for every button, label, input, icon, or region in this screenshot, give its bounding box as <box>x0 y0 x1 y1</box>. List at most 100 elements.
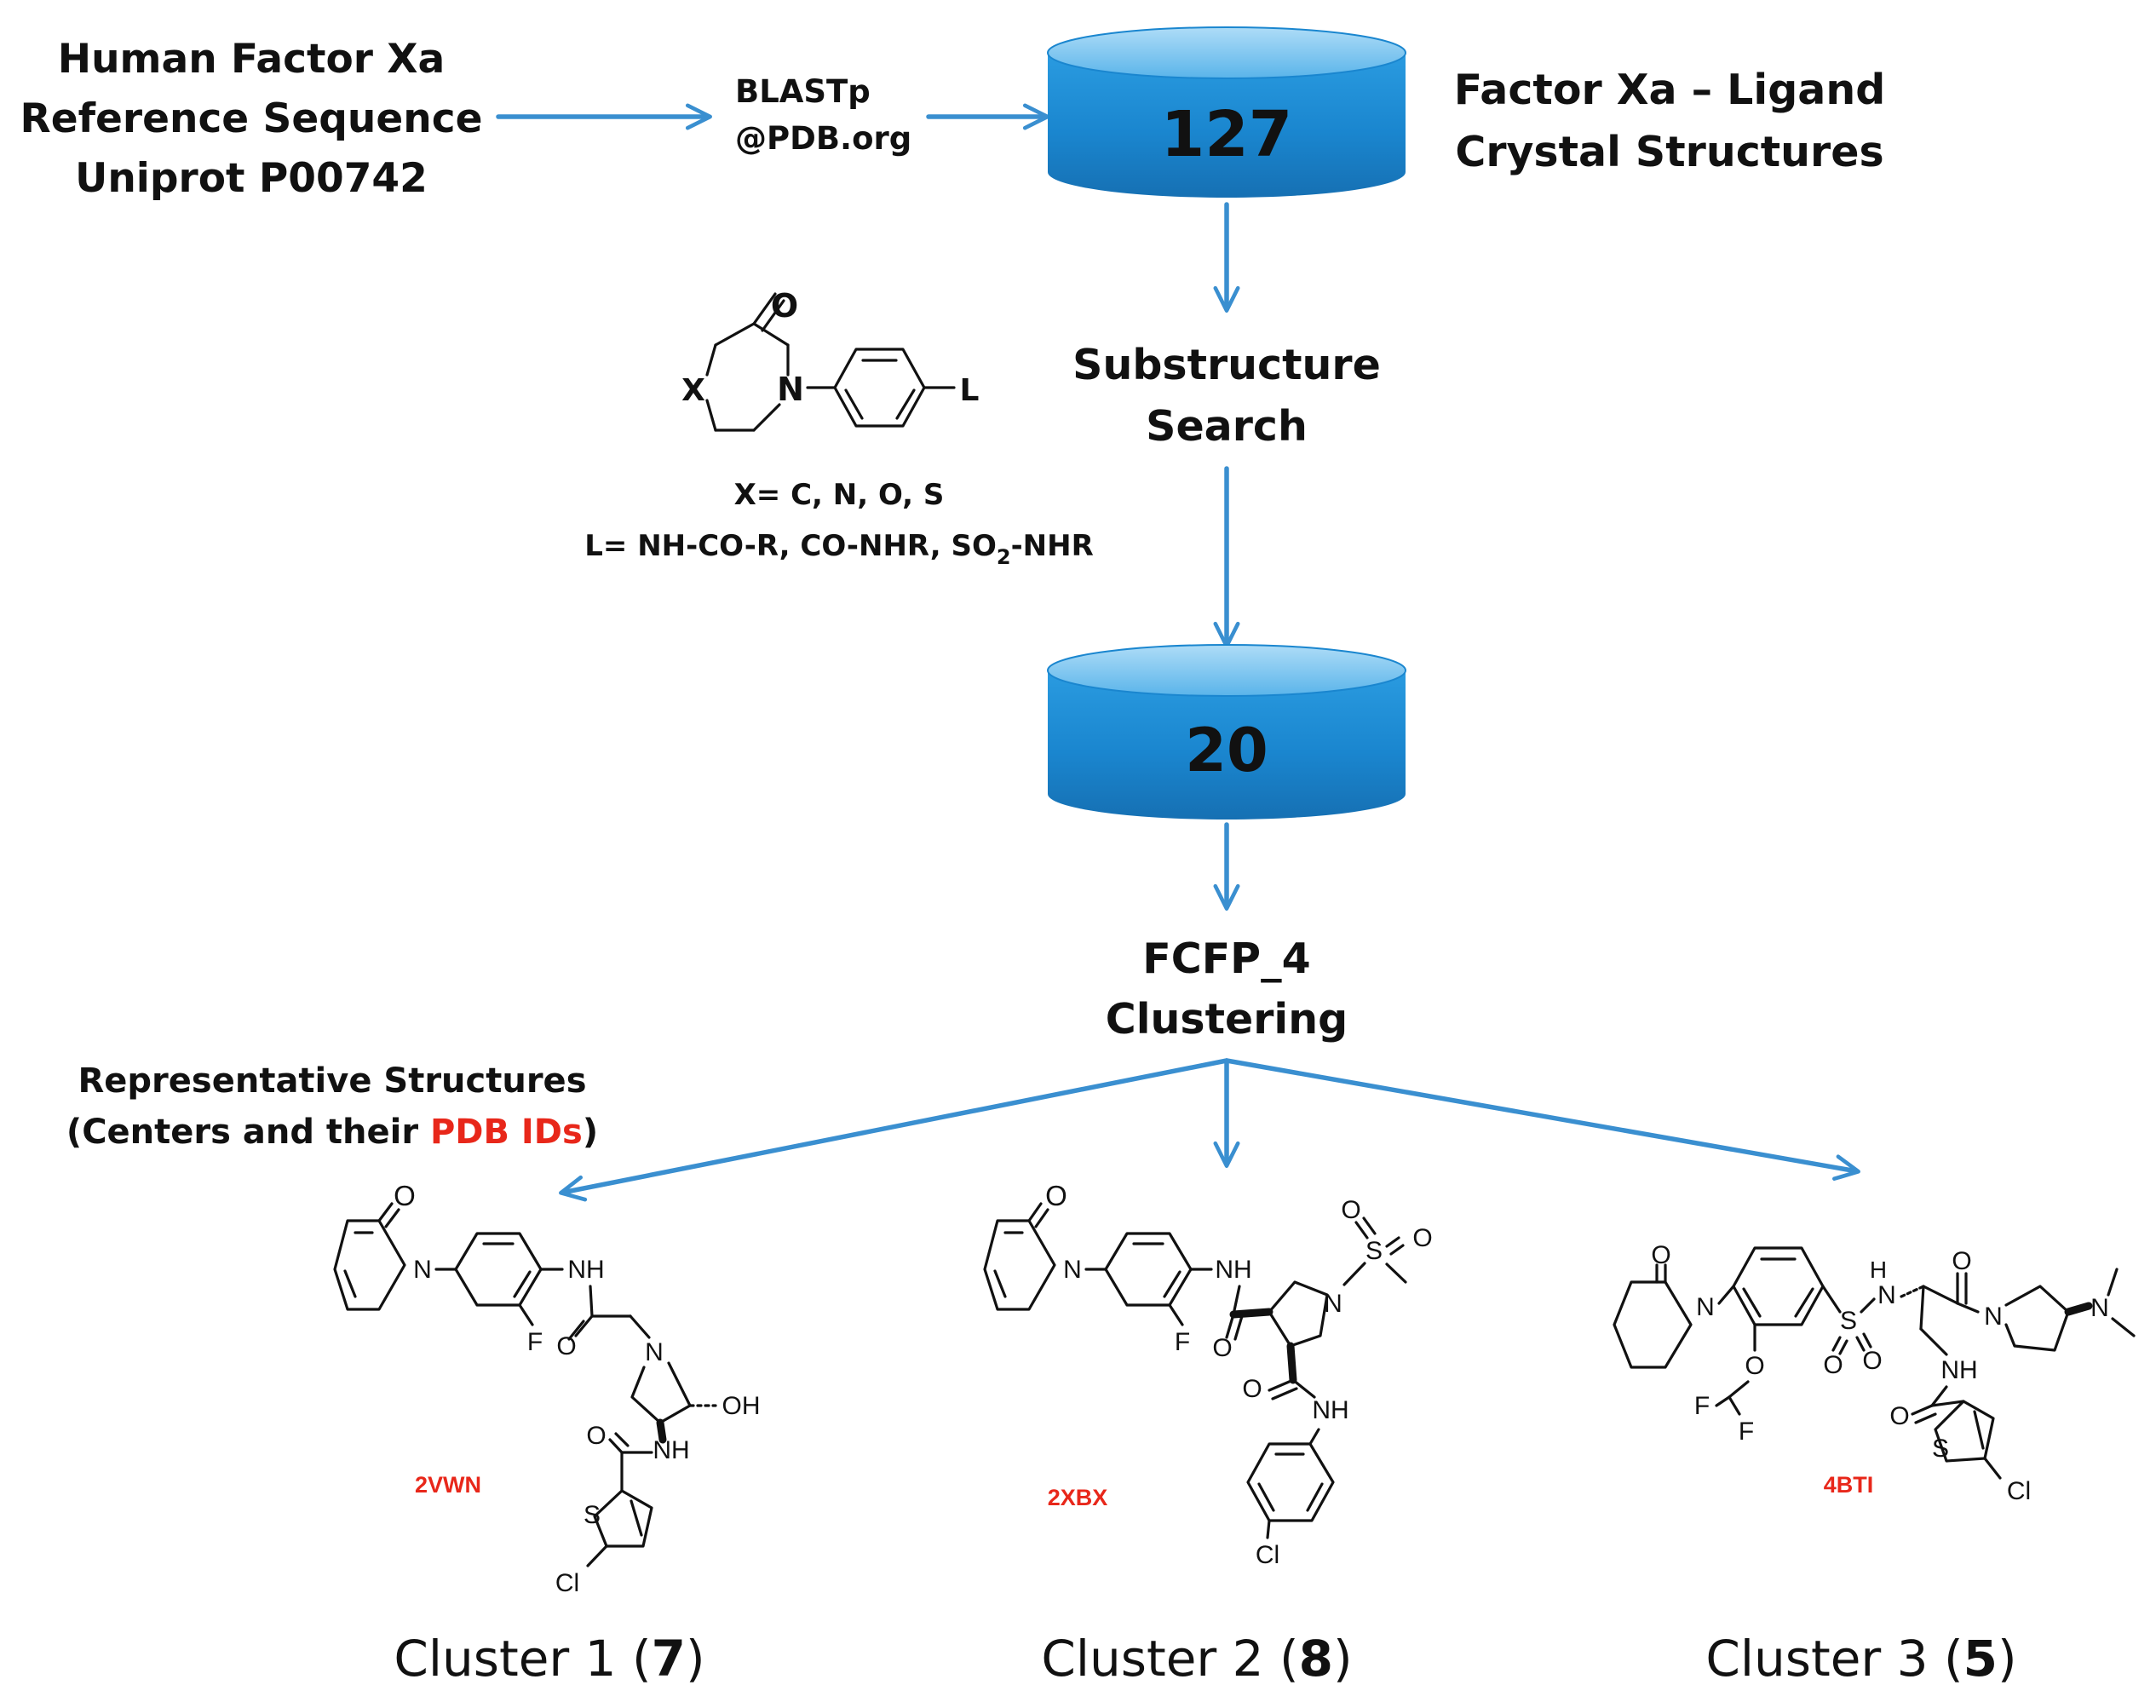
m1-atom-o3: O <box>586 1422 606 1450</box>
m2-pyrrolidine <box>1268 1280 1329 1348</box>
m1-co2-a <box>574 1314 594 1337</box>
m3-bond-ca-ch2 <box>1919 1285 1925 1331</box>
m3-so-b2 <box>1862 1332 1872 1349</box>
m1-bond-ch2-n <box>629 1314 651 1339</box>
cluster-1-label: Cluster 1 (7) <box>394 1630 704 1688</box>
m3-atom-o: O <box>1651 1241 1670 1269</box>
m2-atom-o3: O <box>1341 1196 1360 1224</box>
m1-bond-cl <box>586 1544 608 1567</box>
m3-piperidinone <box>1613 1280 1693 1369</box>
m3-bond-me1 <box>2107 1268 2119 1297</box>
m3-bond-ca-co <box>1922 1285 1959 1305</box>
m3-atom-o5: O <box>1952 1247 1971 1275</box>
m3-bond-co-th <box>1930 1400 1965 1407</box>
m3-atom-o3: O <box>1823 1351 1843 1379</box>
m3-atom-f2: F <box>1739 1418 1754 1446</box>
m1-atom-n2: N <box>645 1338 664 1366</box>
substructure-label: Substructure Search <box>1072 341 1381 451</box>
phenyl-double-3 <box>844 388 864 420</box>
m1-pyrrolidine <box>630 1361 692 1424</box>
m3-bond-n-ph <box>1717 1285 1735 1305</box>
m2-co2-a <box>1225 1313 1235 1339</box>
m3-atom-s: S <box>1840 1307 1857 1335</box>
m1-co-a <box>377 1202 394 1222</box>
m3-thiophene <box>1934 1400 1995 1463</box>
m2-bond-s-me <box>1385 1262 1407 1284</box>
m1-thiophene <box>593 1489 653 1548</box>
m3-th-dbl <box>1973 1410 1985 1450</box>
database-count-20: 20 <box>1185 716 1268 785</box>
arrow-to-cluster-1 <box>559 1058 1229 1202</box>
blast-label: BLASTp @PDB.org <box>735 73 911 157</box>
m1-ph-dbl-b <box>513 1270 532 1298</box>
m1-dbl-b <box>343 1269 357 1298</box>
m1-atom-nh: NH <box>567 1256 604 1284</box>
m2-atom-s: S <box>1365 1237 1383 1265</box>
db-label-line-2: Crystal Structures <box>1455 128 1883 176</box>
representatives-line-2: (Centers and their PDB IDs) <box>66 1113 598 1152</box>
bond-ring-left-lower <box>705 399 717 432</box>
pdb-id-cluster-2: 2XBX <box>1048 1485 1108 1510</box>
arrow-to-cluster-3 <box>1224 1058 1860 1182</box>
atom-x: X <box>681 373 705 408</box>
m3-so-b <box>1855 1336 1866 1352</box>
m2-bond-nh-c <box>1232 1285 1241 1316</box>
m2-co3-b <box>1271 1387 1298 1400</box>
substructure-line-2: Search <box>1146 402 1308 451</box>
database-filtered-structures: 20 <box>1047 644 1406 819</box>
m2-bond-nh2 <box>1291 1378 1316 1399</box>
source-line-1: Human Factor Xa <box>58 36 446 83</box>
m1-atom-o2: O <box>556 1332 576 1360</box>
molecule-cluster-2: O N F NH O N S O O O NH <box>983 1180 1433 1569</box>
cylinder-top-2 <box>1047 644 1406 697</box>
representatives-line-1: Representative Structures <box>78 1061 586 1101</box>
atom-o: O <box>771 287 798 325</box>
x-definition: X= C, N, O, S <box>734 478 945 512</box>
db-all-label: Factor Xa – Ligand Crystal Structures <box>1454 66 1886 176</box>
m3-atom-n4: N <box>2090 1294 2109 1322</box>
m3-bond-nh-co <box>1930 1385 1948 1407</box>
m1-bond-wedge <box>656 1418 667 1444</box>
m3-atom-nh: NH <box>1940 1356 1977 1384</box>
m2-bond-wedge-1 <box>1229 1308 1273 1319</box>
m2-atom-f: F <box>1175 1328 1190 1356</box>
m1-bond-f <box>518 1303 534 1326</box>
m3-bond-f2 <box>1728 1395 1741 1416</box>
m2-cph-dbl-b <box>1306 1482 1324 1512</box>
m3-ph-dbl-b <box>1794 1287 1814 1318</box>
m2-co2-b <box>1233 1314 1244 1341</box>
representatives-label: Representative Structures (Centers and t… <box>66 1061 598 1152</box>
m3-atom-s2: S <box>1932 1435 1949 1463</box>
substructure-line-1: Substructure <box>1072 341 1381 389</box>
m3-co3-b <box>1914 1412 1937 1424</box>
blast-line-1: BLASTp <box>735 73 871 110</box>
m1-co2-b <box>567 1320 585 1341</box>
m2-bond-wedge-2 <box>1286 1342 1297 1384</box>
m1-atom-cl: Cl <box>555 1569 579 1597</box>
clustering-line-2: Clustering <box>1106 995 1348 1044</box>
m1-bond-nh-c <box>589 1285 594 1318</box>
m2-atom-o: O <box>1045 1180 1067 1211</box>
m3-bond-co-n <box>1956 1302 1980 1314</box>
m2-so-b2 <box>1389 1244 1405 1256</box>
query-substructure-molecule: O N X L <box>681 287 979 432</box>
m3-atom-o6: O <box>1889 1402 1909 1430</box>
m2-co-a <box>1027 1202 1043 1222</box>
bond-carbonyl-a <box>752 292 777 325</box>
m2-atom-o5: O <box>1242 1375 1262 1403</box>
atom-n: N <box>777 371 804 408</box>
m3-atom-o2: O <box>1745 1352 1764 1380</box>
m1-atom-nh2: NH <box>653 1436 689 1464</box>
m1-co3-b <box>614 1432 630 1447</box>
m3-atom-o4: O <box>1862 1347 1882 1375</box>
cylinder-body-2 <box>1048 670 1406 819</box>
m2-so-a <box>1354 1221 1369 1239</box>
m1-co-b <box>384 1208 400 1228</box>
m2-atom-n2: N <box>1324 1290 1342 1318</box>
m3-atom-n2: N <box>1877 1281 1896 1309</box>
cluster-2-label: Cluster 2 (8) <box>1041 1630 1352 1688</box>
m3-bond-s-nh <box>1860 1297 1876 1314</box>
m3-bond-f1 <box>1715 1395 1731 1407</box>
m3-co3-a <box>1911 1404 1934 1416</box>
